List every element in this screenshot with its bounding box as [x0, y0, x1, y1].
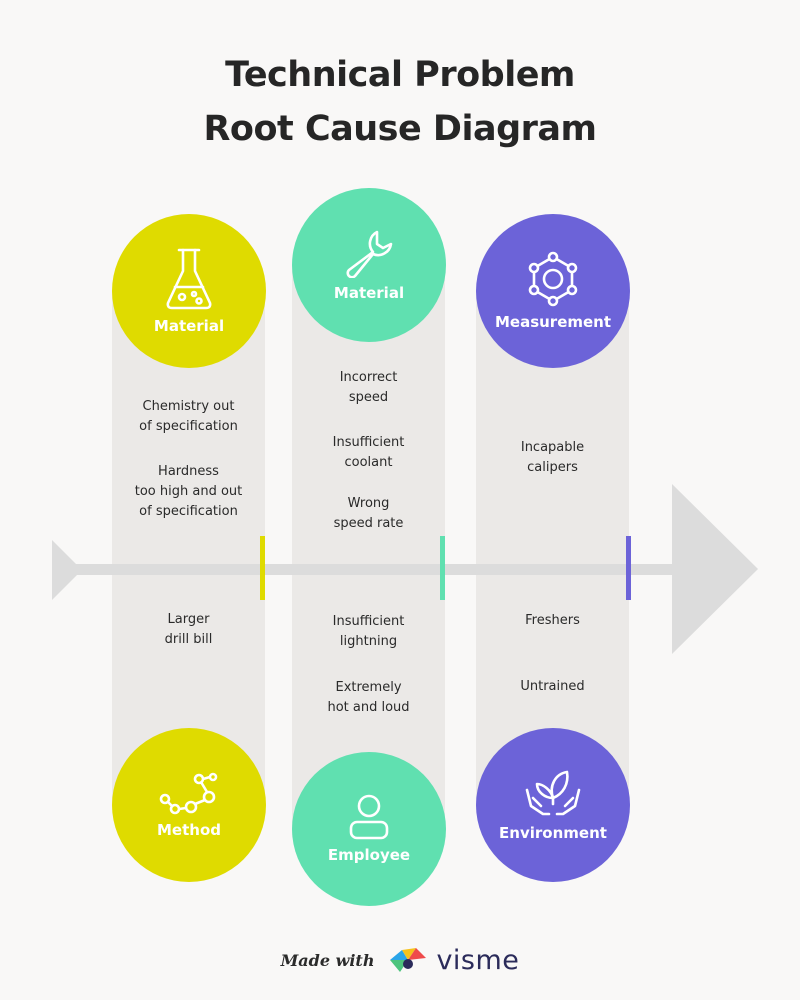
category-circle-material-2: Material: [292, 188, 446, 342]
category-label-environment: Environment: [499, 824, 607, 842]
hexagon-network-icon: [528, 251, 578, 307]
title-line-2: Root Cause Diagram: [203, 109, 597, 149]
cause-hot-loud: Extremely hot and loud: [327, 680, 410, 715]
cause-hardness: Hardness too high and out of specificati…: [134, 464, 243, 519]
visme-brand-text: visme: [436, 944, 520, 976]
cause-freshers: Freshers: [525, 613, 580, 628]
tick-3: [626, 536, 631, 600]
cause-incorrect-speed: Incorrect speed: [339, 370, 398, 405]
made-with-visme-badge: Made with visme: [0, 940, 800, 980]
cause-drill: Larger drill bill: [164, 612, 213, 647]
cause-lightning: Insufficient lightning: [332, 614, 405, 649]
tick-1: [260, 536, 265, 600]
cause-speed-rate: Wrong speed rate: [333, 496, 404, 531]
diagram-title: Technical Problem Root Cause Diagram: [0, 48, 800, 156]
made-with-text: Made with: [280, 950, 375, 970]
category-circle-material-1: Material: [112, 214, 266, 368]
column-2: [292, 265, 445, 835]
column-1: [112, 290, 265, 810]
title-line-1: Technical Problem: [225, 55, 575, 95]
cause-coolant: Insufficient coolant: [332, 435, 405, 470]
person-icon: [349, 794, 389, 840]
wrench-icon: [346, 230, 393, 278]
visme-logo-icon: [390, 948, 427, 972]
cause-chemistry: Chemistry out of specification: [139, 399, 238, 434]
cause-untrained: Untrained: [520, 679, 585, 694]
category-label-material-2: Material: [333, 284, 405, 302]
flask-icon: [166, 248, 212, 310]
tail-triangle: [52, 540, 82, 600]
column-3: [476, 290, 629, 810]
hands-leaf-icon: [525, 770, 581, 816]
molecule-icon: [159, 772, 218, 815]
category-circle-measurement: Measurement: [476, 214, 630, 368]
category-label-employee: Employee: [327, 846, 411, 864]
category-label-measurement: Measurement: [494, 313, 612, 331]
category-circle-method: Method: [112, 728, 266, 882]
category-circle-environment: Environment: [476, 728, 630, 882]
category-label-method: Method: [157, 821, 221, 839]
cause-calipers: Incapable calipers: [520, 440, 585, 475]
category-label-material-1: Material: [153, 317, 225, 335]
tick-2: [440, 536, 445, 600]
spine-line: [70, 564, 710, 575]
category-circle-employee: Employee: [292, 752, 446, 906]
arrow-head: [672, 484, 758, 654]
